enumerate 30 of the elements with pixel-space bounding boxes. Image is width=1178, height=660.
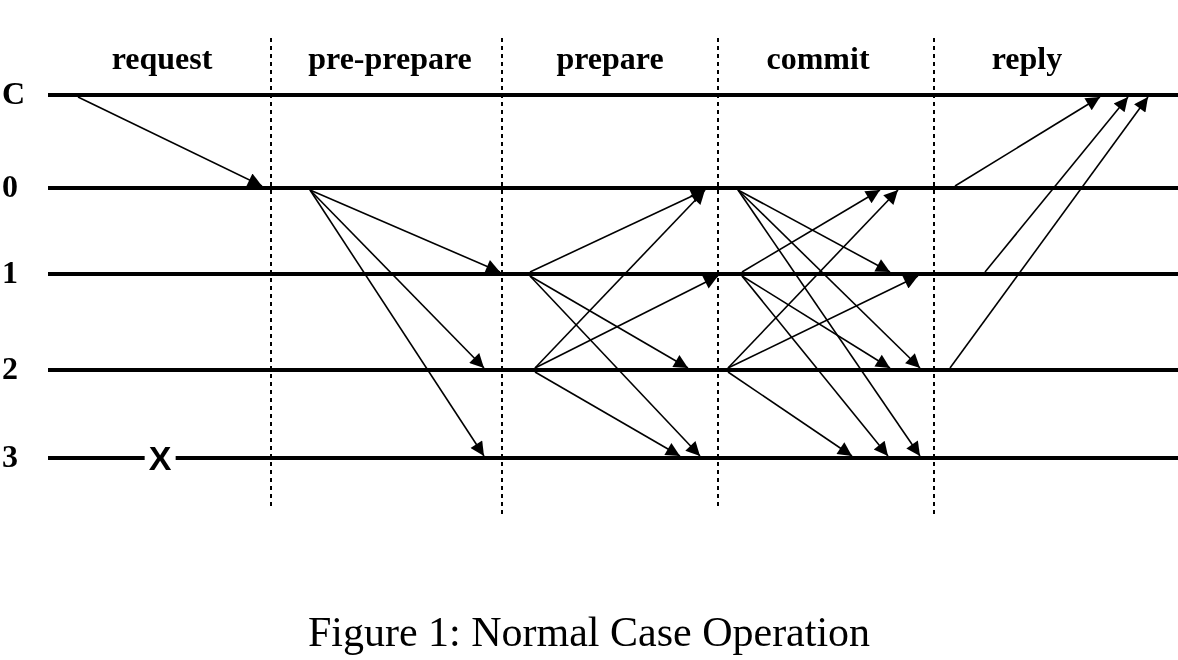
phase-label: reply bbox=[991, 42, 1063, 74]
phase-label: prepare bbox=[556, 42, 664, 74]
replica-label: C bbox=[2, 74, 26, 112]
replica-label: 0 bbox=[2, 167, 18, 205]
message-arrow bbox=[309, 189, 501, 273]
replica-label: 1 bbox=[2, 253, 18, 291]
message-arrow bbox=[727, 371, 853, 457]
message-arrow bbox=[984, 96, 1129, 273]
figure-caption: Figure 1: Normal Case Operation bbox=[306, 608, 872, 657]
message-arrow bbox=[737, 189, 921, 457]
message-arrow bbox=[741, 275, 891, 369]
message-arrow bbox=[529, 275, 701, 457]
message-arrow bbox=[309, 189, 485, 369]
message-arrow bbox=[309, 189, 485, 457]
message-arrow bbox=[727, 189, 899, 369]
message-arrow bbox=[534, 275, 719, 369]
phase-label: request bbox=[111, 42, 213, 74]
message-arrow bbox=[534, 371, 681, 457]
message-arrow bbox=[737, 189, 921, 369]
phase-label: pre-prepare bbox=[308, 42, 472, 74]
replica-label: 2 bbox=[2, 349, 18, 387]
message-arrow bbox=[949, 96, 1149, 369]
message-arrow bbox=[529, 189, 706, 273]
replica-label: 3 bbox=[2, 437, 18, 475]
message-arrow bbox=[534, 189, 706, 369]
message-arrow bbox=[727, 275, 919, 369]
phase-label: commit bbox=[766, 42, 870, 74]
message-arrow bbox=[77, 96, 263, 187]
message-arrow bbox=[741, 275, 889, 457]
message-arrow bbox=[954, 96, 1101, 187]
